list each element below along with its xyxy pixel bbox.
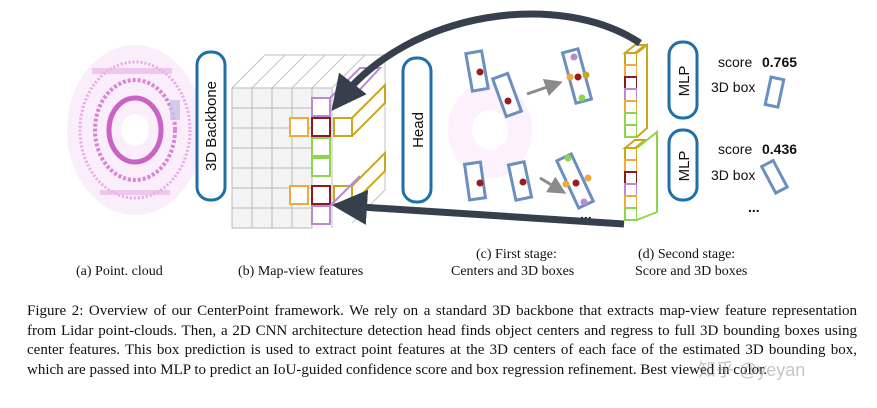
first-stage-ellipsis: ... xyxy=(580,206,592,222)
subcaption-b: (b) Map-view features xyxy=(238,264,363,279)
feedback-arrow-top xyxy=(331,10,642,112)
subcaption-d-line1: (d) Second stage: xyxy=(638,247,735,262)
head-module: Head xyxy=(401,56,433,204)
mlp-top-label: MLP xyxy=(676,66,693,97)
score-output-bottom: score 0.436 3D box ... xyxy=(711,141,797,215)
score-output-top: score 0.765 3D box xyxy=(711,54,797,109)
second-stage-features xyxy=(622,42,658,221)
map-view-feature-grid xyxy=(231,54,386,229)
point-cloud-image xyxy=(67,45,203,215)
score-label-top: score xyxy=(718,54,752,70)
subcaption-c-line2: Centers and 3D boxes xyxy=(451,264,574,279)
mlp-module-bottom: MLP xyxy=(667,128,699,202)
box-label-bottom: 3D box xyxy=(711,167,755,183)
first-stage-panel: ... xyxy=(448,46,596,222)
score-label-bottom: score xyxy=(718,141,752,157)
second-stage-ellipsis: ... xyxy=(748,199,760,215)
feedback-arrow-bottom xyxy=(332,189,625,228)
subcaption-c-line1: (c) First stage: xyxy=(476,247,557,262)
watermark-text: 知乎 @yeyan xyxy=(698,360,806,380)
head-label: Head xyxy=(410,112,427,148)
backbone-module: 3D Backbone xyxy=(195,50,227,202)
mlp-module-top: MLP xyxy=(667,40,699,120)
score-value-bottom: 0.436 xyxy=(762,141,797,157)
score-value-top: 0.765 xyxy=(762,54,797,70)
centerpoint-figure: 3D Backbone xyxy=(67,10,797,279)
subcaption-d-line2: Score and 3D boxes xyxy=(635,264,747,279)
mlp-bottom-label: MLP xyxy=(676,151,693,182)
box-label-top: 3D box xyxy=(711,79,755,95)
backbone-label: 3D Backbone xyxy=(203,81,220,171)
figure-caption: Figure 2: Overview of our CenterPoint fr… xyxy=(27,303,857,378)
subcaption-a: (a) Point. cloud xyxy=(76,264,163,279)
